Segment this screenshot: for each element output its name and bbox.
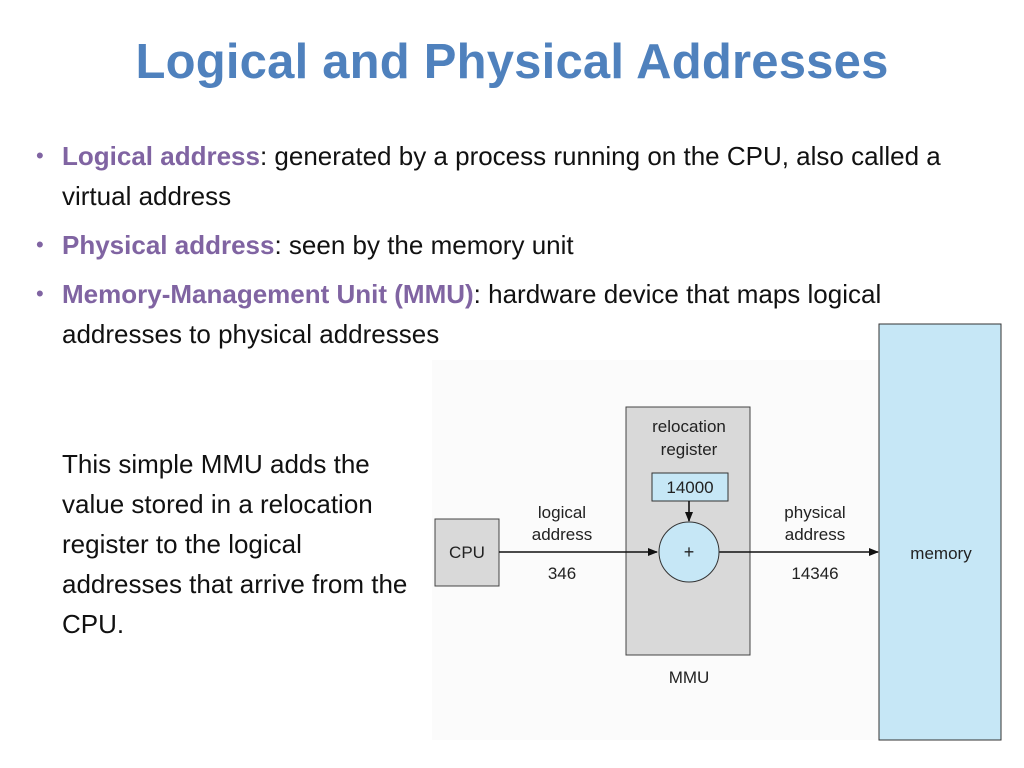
- term-mmu: Memory-Management Unit (MMU): [62, 279, 474, 309]
- relocation-label-line1: relocation: [652, 417, 726, 436]
- cpu-box: [434, 518, 500, 587]
- bullet-marker-icon: •: [36, 232, 44, 257]
- slide-title: Logical and Physical Addresses: [135, 35, 889, 89]
- bullet-physical-address: • Physical address: seen by the memory un…: [36, 225, 996, 265]
- memory-label: memory: [910, 544, 972, 563]
- physical-address-label-line1: physical: [784, 503, 845, 522]
- bullet-list: • Logical address: generated by a process…: [36, 136, 996, 363]
- bullet-mmu: • Memory-Management Unit (MMU): hardware …: [36, 274, 996, 354]
- relocation-register-value: 14000: [666, 478, 713, 497]
- bullet-marker-icon: •: [36, 143, 44, 168]
- cpu-label: CPU: [449, 543, 485, 562]
- memory-block: [878, 323, 1002, 741]
- term-physical-address: Physical address: [62, 230, 275, 260]
- logical-address-value: 346: [548, 564, 576, 583]
- mmu-label: MMU: [669, 668, 710, 687]
- bullet-marker-icon: •: [36, 281, 44, 306]
- adder-icon: [658, 521, 720, 583]
- definition-logical-address: : generated by a process running on the …: [62, 141, 941, 211]
- definition-physical-address: : seen by the memory unit: [274, 230, 574, 260]
- physical-address-value: 14346: [791, 564, 838, 583]
- bullet-logical-address: • Logical address: generated by a process…: [36, 136, 996, 216]
- relocation-label-line2: register: [661, 440, 718, 459]
- logical-address-label-line2: address: [532, 525, 592, 544]
- logical-address-label-line1: logical: [538, 503, 586, 522]
- adder-plus-symbol: +: [684, 542, 695, 562]
- term-logical-address: Logical address: [62, 141, 260, 171]
- definition-mmu: : hardware device that maps logical addr…: [62, 279, 882, 349]
- relocation-register-box: [651, 472, 729, 502]
- physical-address-label-line2: address: [785, 525, 845, 544]
- mmu-explanation: This simple MMU adds the value stored in…: [62, 449, 408, 639]
